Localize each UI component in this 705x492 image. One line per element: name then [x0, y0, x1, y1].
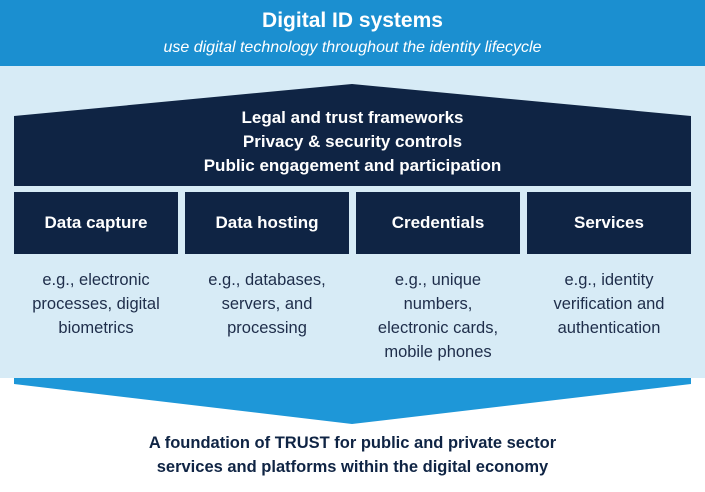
pillar-label-services: Services [574, 213, 644, 232]
pillar-desc-data-hosting: e.g., databases, servers, and processing [208, 271, 326, 337]
roof-shape [14, 84, 691, 186]
footer-line-2: services and platforms within the digita… [156, 458, 549, 476]
pillar-desc-data-capture: e.g., electronic processes, digital biom… [32, 271, 160, 337]
pillar-box-credentials [356, 192, 520, 254]
pillar-box-services [527, 192, 691, 254]
pillar-desc-services: e.g., identity verification and authenti… [553, 271, 665, 337]
pillar-box-data-capture [14, 192, 178, 254]
header-banner: Digital ID systems use digital technolog… [0, 0, 705, 66]
roof-line-legal: Legal and trust frameworks [241, 108, 464, 127]
roof-line-engagement: Public engagement and participation [203, 156, 502, 175]
down-arrow [14, 378, 691, 424]
footer-line-1: A foundation of TRUST for public and pri… [148, 434, 557, 452]
pillar-box-data-hosting [185, 192, 349, 254]
footer-text: A foundation of TRUST for public and pri… [0, 431, 705, 479]
pillar-desc-credentials: e.g., unique numbers, electronic cards, … [377, 271, 499, 361]
header-title: Digital ID systems [262, 9, 443, 32]
pillar-label-data-hosting: Data hosting [215, 213, 319, 232]
header-subtitle: use digital technology throughout the id… [163, 39, 542, 56]
pillar-label-data-capture: Data capture [44, 213, 148, 232]
pillar-label-credentials: Credentials [391, 213, 485, 232]
roof-line-privacy: Privacy & security controls [242, 132, 463, 151]
